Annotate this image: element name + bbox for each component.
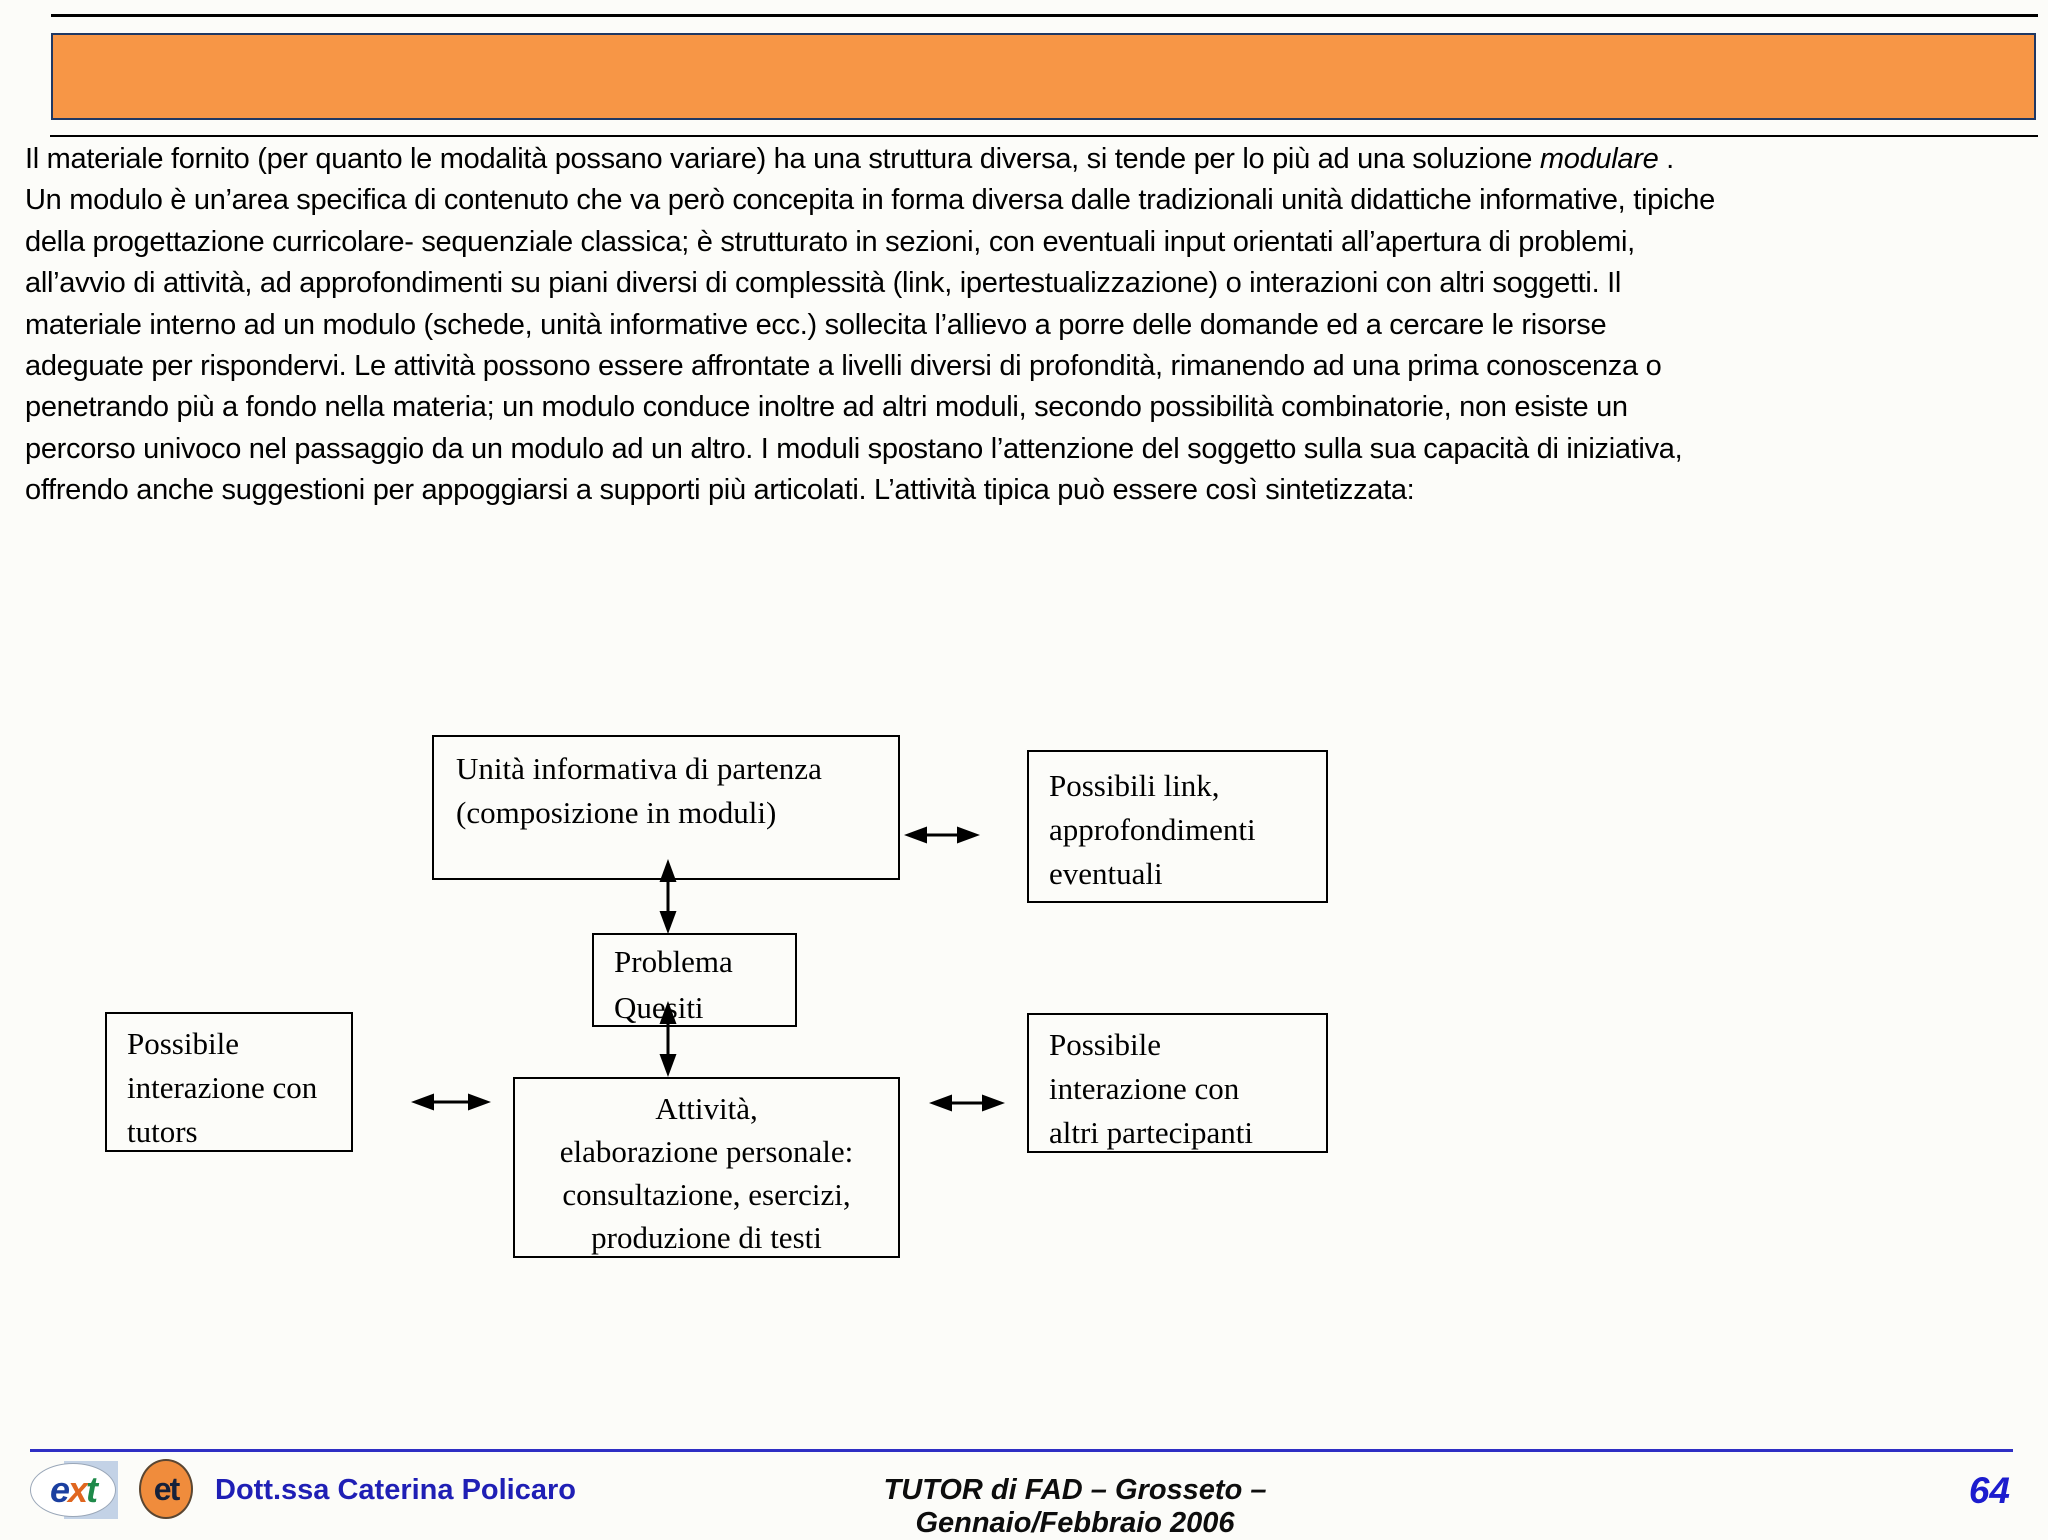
diagram-box-possibili-link: Possibili link, approfondimenti eventual… (1027, 750, 1328, 903)
double-arrow-unit-links-icon (904, 826, 980, 844)
diagram-box-interazione-partecipanti: Possibile interazione con altri partecip… (1027, 1013, 1328, 1153)
et-logo-icon: et (139, 1459, 193, 1519)
title-underline-rule (50, 135, 2038, 137)
diagram-box-unit-informativa: Unità informativa di partenza (composizi… (432, 735, 900, 880)
paragraph-first-line: Il materiale fornito (per quanto le moda… (25, 143, 1674, 175)
page-number: 64 (1968, 1470, 2010, 1511)
diagram-box-attivita: Attività, elaborazione personale: consul… (513, 1077, 900, 1258)
slide-title-bar (51, 33, 2036, 120)
double-arrow-activity-participants-icon (929, 1094, 1005, 1112)
paragraph-text: Il materiale fornito (per quanto le moda… (25, 139, 2039, 512)
double-arrow-tutors-activity-icon (411, 1093, 491, 1111)
diagram-box-problema-quesiti: Problema Quesiti (592, 933, 797, 1027)
footer-author: Dott.ssa Caterina Policaro (215, 1474, 576, 1506)
top-rule (51, 14, 2038, 17)
diagram-box-interazione-tutors: Possibile interazione con tutors (105, 1012, 353, 1152)
paragraph-remaining-lines: Un modulo è un’area specifica di contenu… (25, 184, 1715, 507)
footer-course-title: TUTOR di FAD – Grosseto – Gennaio/Febbra… (883, 1474, 1267, 1539)
footer-rule (30, 1449, 2013, 1452)
italic-word: modulare (1539, 143, 1659, 175)
double-arrow-problema-activity-icon (659, 1001, 677, 1077)
double-arrow-unit-problema-icon (659, 859, 677, 934)
